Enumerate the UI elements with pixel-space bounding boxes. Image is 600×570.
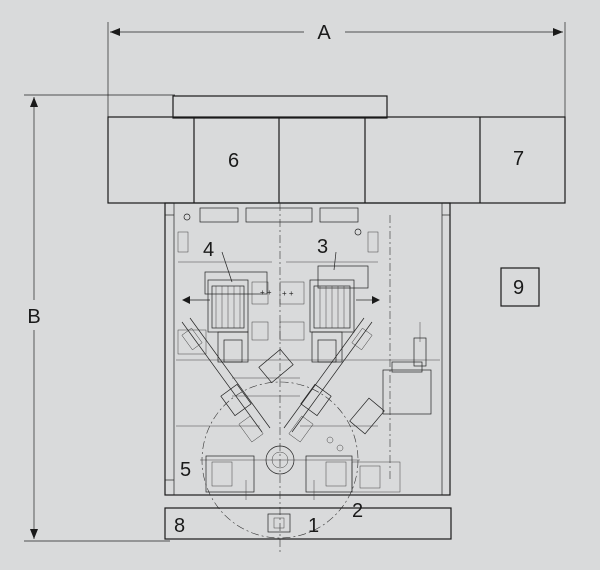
callout-4: 4 <box>203 239 214 261</box>
callout-3: 3 <box>317 236 328 258</box>
diagonal-arms <box>181 317 385 443</box>
callout-1: 1 <box>308 515 319 537</box>
callout-6: 6 <box>228 150 239 172</box>
dimension-b: B <box>24 94 175 542</box>
rotary-table <box>200 381 360 539</box>
dimension-b-label: B <box>27 306 40 328</box>
svg-text:+ +: + + <box>260 288 272 297</box>
base-plate <box>164 507 452 540</box>
callout-7: 7 <box>513 148 524 170</box>
dimension-a: A <box>107 22 566 118</box>
callout-9: 9 <box>513 277 524 299</box>
machine-frame <box>164 202 451 552</box>
head-unit-4: + + <box>177 251 272 363</box>
top-module-row <box>107 95 566 204</box>
dimension-a-label: A <box>317 22 331 44</box>
svg-text:+ +: + + <box>282 289 294 298</box>
callout-5: 5 <box>180 459 191 481</box>
callout-8: 8 <box>174 515 185 537</box>
side-motor-unit <box>351 322 432 493</box>
callout-2: 2 <box>352 500 363 522</box>
head-unit-3: + + <box>279 251 380 363</box>
callout-9-box <box>500 267 540 307</box>
